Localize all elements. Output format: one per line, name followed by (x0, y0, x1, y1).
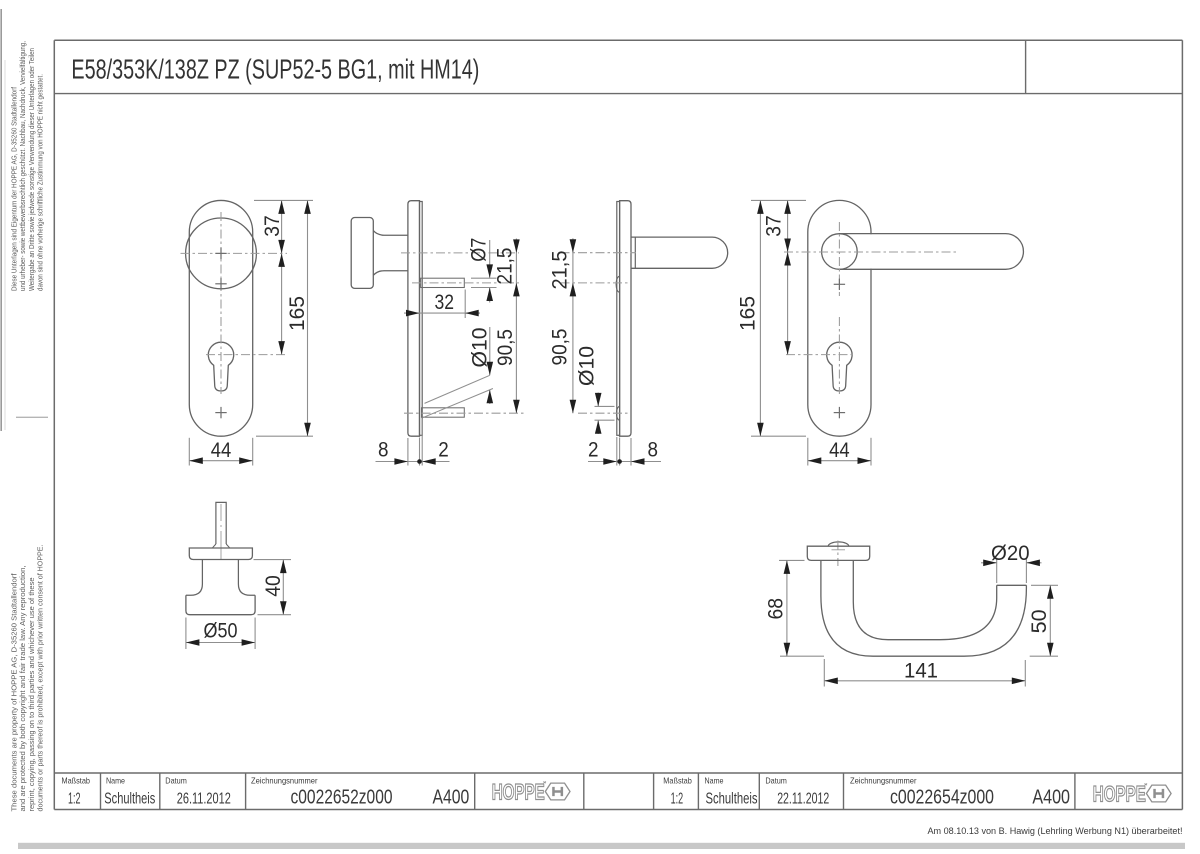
svg-text:21,5: 21,5 (549, 251, 572, 290)
svg-text:165: 165 (286, 296, 309, 331)
svg-text:A400: A400 (1032, 786, 1070, 808)
svg-text:Name: Name (106, 777, 125, 786)
svg-text:These documents are property o: These documents are property of HOPPE AG… (10, 574, 19, 812)
svg-text:Schultheis: Schultheis (104, 790, 155, 807)
svg-text:44: 44 (829, 439, 850, 462)
svg-text:Maßstab: Maßstab (663, 777, 692, 786)
svg-text:A400: A400 (433, 786, 470, 808)
svg-text:90,5: 90,5 (494, 329, 517, 366)
svg-text:40: 40 (262, 575, 285, 597)
svg-text:davon sind ohne vorherige schr: davon sind ohne vorherige schriftliche Z… (36, 74, 45, 291)
svg-text:Ø10: Ø10 (576, 346, 599, 386)
svg-text:Zeichnungsnummer: Zeichnungsnummer (850, 777, 917, 786)
svg-text:32: 32 (434, 291, 454, 314)
svg-text:Schultheis: Schultheis (706, 790, 758, 807)
svg-text:and are protected by both copy: and are protected by both copyright and … (18, 566, 27, 812)
svg-text:8: 8 (378, 439, 389, 462)
svg-text:c0022652z000: c0022652z000 (291, 786, 393, 808)
svg-text:21,5: 21,5 (494, 248, 517, 285)
svg-text:37: 37 (261, 215, 284, 237)
svg-text:50: 50 (1028, 609, 1051, 633)
svg-text:Diese Unterlagen sind Eigentum: Diese Unterlagen sind Eigentum der HOPPE… (10, 87, 19, 291)
svg-text:Zeichnungsnummer: Zeichnungsnummer (251, 777, 318, 786)
svg-text:reprint, copying, passing on t: reprint, copying, passing on to third pa… (27, 578, 36, 812)
svg-text:Ø50: Ø50 (204, 619, 238, 642)
svg-text:2: 2 (588, 439, 599, 462)
svg-text:Ø7: Ø7 (468, 238, 491, 262)
svg-text:37: 37 (763, 215, 786, 237)
svg-text:165: 165 (737, 296, 760, 331)
svg-text:Datum: Datum (165, 777, 187, 786)
svg-text:141: 141 (904, 659, 938, 682)
svg-text:und urheber- sowie wettbewerbs: und urheber- sowie wettbewerbsrechtlich … (18, 41, 27, 291)
svg-text:Weitergabe an Dritte sowie jed: Weitergabe an Dritte sowie jedwede sonst… (27, 48, 36, 291)
svg-text:90,5: 90,5 (549, 329, 572, 366)
svg-text:44: 44 (211, 439, 232, 462)
svg-text:c0022654z000: c0022654z000 (890, 786, 994, 808)
svg-text:1:2: 1:2 (671, 790, 684, 807)
svg-text:Name: Name (705, 777, 724, 786)
svg-text:HOPPE: HOPPE (1093, 781, 1146, 806)
svg-text:8: 8 (648, 439, 659, 462)
svg-text:Ø10: Ø10 (468, 328, 491, 368)
svg-text:Datum: Datum (765, 777, 787, 786)
svg-text:26.11.2012: 26.11.2012 (177, 790, 231, 807)
svg-text:Am 08.10.13 von B. Hawig (Lehr: Am 08.10.13 von B. Hawig (Lehrling Werbu… (928, 826, 1183, 837)
svg-text:2: 2 (438, 439, 449, 462)
svg-text:documents or parts thereof is: documents or parts thereof is prohibited… (36, 545, 45, 812)
svg-text:22.11.2012: 22.11.2012 (777, 790, 829, 807)
svg-text:1:2: 1:2 (68, 790, 81, 807)
svg-text:HOPPE: HOPPE (492, 779, 545, 804)
svg-text:E58/353K/138Z PZ (SUP52-5 BG1,: E58/353K/138Z PZ (SUP52-5 BG1, mit HM14) (71, 54, 479, 85)
svg-text:68: 68 (765, 598, 788, 620)
svg-text:Maßstab: Maßstab (62, 777, 91, 786)
svg-text:Ø20: Ø20 (991, 542, 1030, 565)
